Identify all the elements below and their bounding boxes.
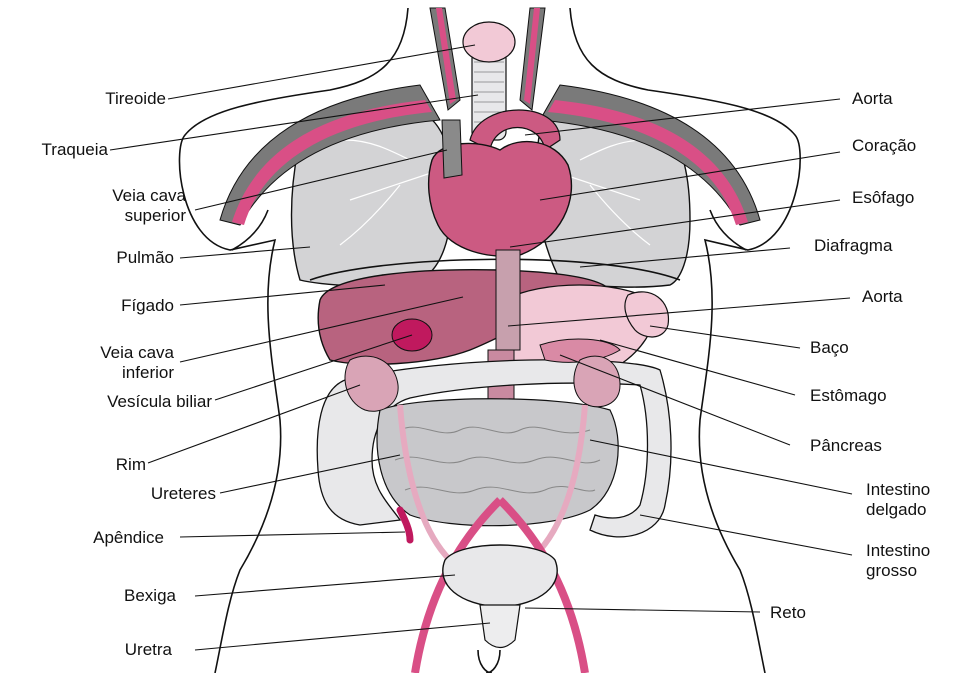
label-vesicula-biliar: Vesícula biliar [20,392,212,412]
label-traqueia: Traqueia [0,140,108,160]
label-figado: Fígado [60,296,174,316]
label-ureteres: Ureteres [60,484,216,504]
label-estomago: Estômago [810,386,887,406]
label-veia-cava-superior: Veia cava superior [60,186,186,226]
label-tireoide: Tireoide [60,89,166,109]
label-rim: Rim [60,455,146,475]
label-pulmao: Pulmão [60,248,174,268]
label-intestino-grosso: Intestino grosso [866,541,930,581]
label-uretra: Uretra [60,640,172,660]
label-baco: Baço [810,338,849,358]
label-aorta-abd: Aorta [862,287,903,307]
label-apendice: Apêndice [40,528,164,548]
thyroid [463,22,515,62]
label-veia-cava-inferior: Veia cava inferior [60,343,174,383]
label-bexiga: Bexiga [60,586,176,606]
rectum [480,605,520,648]
vena-cava-superior [442,120,462,178]
label-aorta-top: Aorta [852,89,893,109]
label-coracao: Coração [852,136,916,156]
esophagus [496,250,520,350]
label-esofago: Esôfago [852,188,914,208]
bladder [443,545,557,607]
label-reto: Reto [770,603,806,623]
label-intestino-delgado: Intestino delgado [866,480,930,520]
kidney-right [574,356,620,407]
label-pancreas: Pâncreas [810,436,882,456]
label-diafragma: Diafragma [814,236,892,256]
